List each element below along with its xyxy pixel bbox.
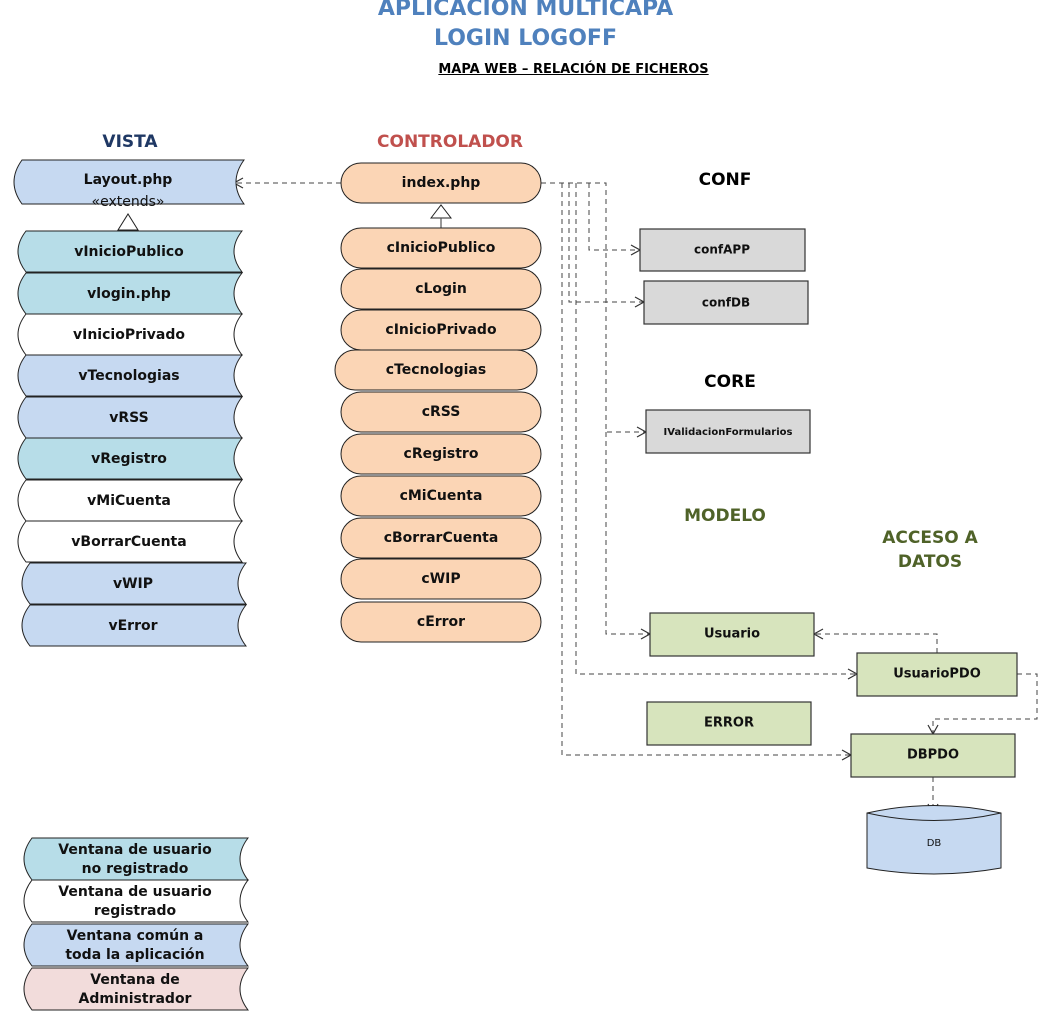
controlador-item-label: cRegistro: [404, 446, 479, 462]
db-cylinder-top: [866, 812, 1002, 821]
controlador-item-label: cWIP: [421, 571, 460, 587]
controlador-item-label: cRSS: [422, 404, 461, 420]
controlador-item-cregistro[interactable]: [340, 433, 542, 475]
ivalidacionformularios-label: IValidacionFormularios: [664, 427, 793, 438]
vista-item-verror[interactable]: [21, 604, 248, 647]
legend-line-1: Ventana de: [90, 972, 179, 988]
ivalidacionformularios-box[interactable]: [645, 409, 811, 454]
connector-index-usuariopdo: [575, 183, 859, 680]
vista-item-label: vRSS: [109, 410, 148, 426]
vista-item-label: vRegistro: [91, 451, 167, 467]
section-core: CORE: [704, 372, 756, 392]
usuario-box[interactable]: [649, 612, 815, 657]
controlador-item-label: cError: [417, 614, 465, 630]
section-controlador: CONTROLADOR: [377, 132, 523, 152]
connector-index-confdb: [568, 183, 646, 308]
section-conf: CONF: [698, 170, 752, 190]
connector-usuariopdo-usuario: [812, 628, 938, 653]
vista-item-label: vError: [108, 618, 157, 634]
legend-item-comun[interactable]: [23, 923, 250, 967]
legend-line-2: toda la aplicación: [65, 947, 204, 963]
vista-item-label: vWIP: [113, 576, 153, 592]
controlador-item-label: cTecnologias: [386, 362, 486, 378]
index-php-label: index.php: [402, 175, 481, 191]
controlador-item-label: cBorrarCuenta: [384, 530, 499, 546]
usuariopdo-box[interactable]: [856, 652, 1018, 697]
connector-index-dbpdo: [561, 183, 853, 761]
dbpdo-label: DBPDO: [907, 748, 959, 763]
legend-line-2: no registrado: [82, 861, 189, 877]
controlador-item-label: cLogin: [415, 281, 467, 297]
controlador-item-label: cInicioPublico: [387, 240, 496, 256]
subtitle: MAPA WEB – RELACIÓN DE FICHEROS: [438, 62, 709, 77]
layout-extends-label: «extends»: [92, 194, 165, 210]
controlador-item-cmicuenta[interactable]: [340, 475, 542, 517]
acceso-line-1: ACCESO A: [882, 528, 978, 548]
db-label: DB: [927, 838, 942, 849]
controlador-item-ctecnologias[interactable]: [334, 349, 538, 391]
dbpdo-box[interactable]: [850, 733, 1016, 778]
confapp-box[interactable]: [639, 228, 806, 272]
controlador-item-ciniciopublico[interactable]: [340, 227, 542, 269]
inheritance-triangle-vista: [117, 213, 139, 231]
section-modelo: MODELO: [684, 506, 766, 526]
legend-line-1: Ventana de usuario: [58, 884, 212, 900]
vista-item-vwip[interactable]: [21, 562, 248, 605]
vista-item-label: vBorrarCuenta: [71, 534, 186, 550]
db-cylinder[interactable]: [866, 805, 1002, 875]
controlador-item-cerror[interactable]: [340, 601, 542, 643]
section-acceso-datos: ACCESO A DATOS: [850, 526, 1010, 574]
connector-index-ivalidacion: [541, 182, 648, 438]
vista-item-vtecnologias[interactable]: [17, 354, 244, 397]
controlador-item-clogin[interactable]: [340, 268, 542, 310]
controlador-item-crss[interactable]: [340, 391, 542, 433]
layout-php-box[interactable]: [13, 159, 245, 205]
legend-line-1: Ventana de usuario: [58, 842, 212, 858]
layout-php-label: Layout.php: [84, 172, 173, 188]
legend-line-2: Administrador: [79, 991, 192, 1007]
vista-item-vregistro[interactable]: [17, 437, 244, 480]
vista-item-label: vInicioPublico: [74, 244, 184, 260]
vista-item-vborrarcuenta[interactable]: [17, 520, 244, 563]
connector-to-usuario: [605, 432, 652, 640]
legend-item-registrado[interactable]: [23, 879, 250, 923]
vista-item-label: vMiCuenta: [87, 493, 171, 509]
title-line-2: LOGIN LOGOFF: [433, 26, 617, 51]
title-line-1: APLICACIÓN MULTICAPA: [377, 0, 674, 21]
vista-item-label: vTecnologias: [78, 368, 179, 384]
legend-line-1: Ventana común a: [67, 928, 204, 944]
vista-item-label: vInicioPrivado: [73, 327, 185, 343]
inheritance-triangle-controlador: [429, 204, 453, 219]
connector-usuariopdo-dbpdo: [927, 673, 1038, 736]
error-box[interactable]: [646, 701, 812, 746]
legend-item-admin[interactable]: [23, 967, 250, 1011]
controlador-item-cwip[interactable]: [340, 558, 542, 600]
controlador-item-cborrarcuenta[interactable]: [340, 517, 542, 559]
connector-index-confapp: [588, 183, 642, 256]
confapp-label: confAPP: [694, 243, 750, 257]
controlador-item-label: cMiCuenta: [400, 488, 483, 504]
usuariopdo-label: UsuarioPDO: [893, 667, 981, 682]
index-php-box[interactable]: [340, 162, 542, 204]
confdb-label: confDB: [702, 296, 750, 310]
confdb-box[interactable]: [643, 280, 809, 325]
acceso-line-2: DATOS: [897, 552, 963, 572]
error-label: ERROR: [704, 716, 754, 731]
vista-item-viniciopublico[interactable]: [17, 230, 244, 273]
controlador-item-label: cInicioPrivado: [385, 322, 497, 338]
vista-item-label: vlogin.php: [87, 286, 171, 302]
usuario-label: Usuario: [704, 627, 760, 642]
legend-line-2: registrado: [94, 903, 177, 919]
section-vista: VISTA: [102, 132, 158, 152]
